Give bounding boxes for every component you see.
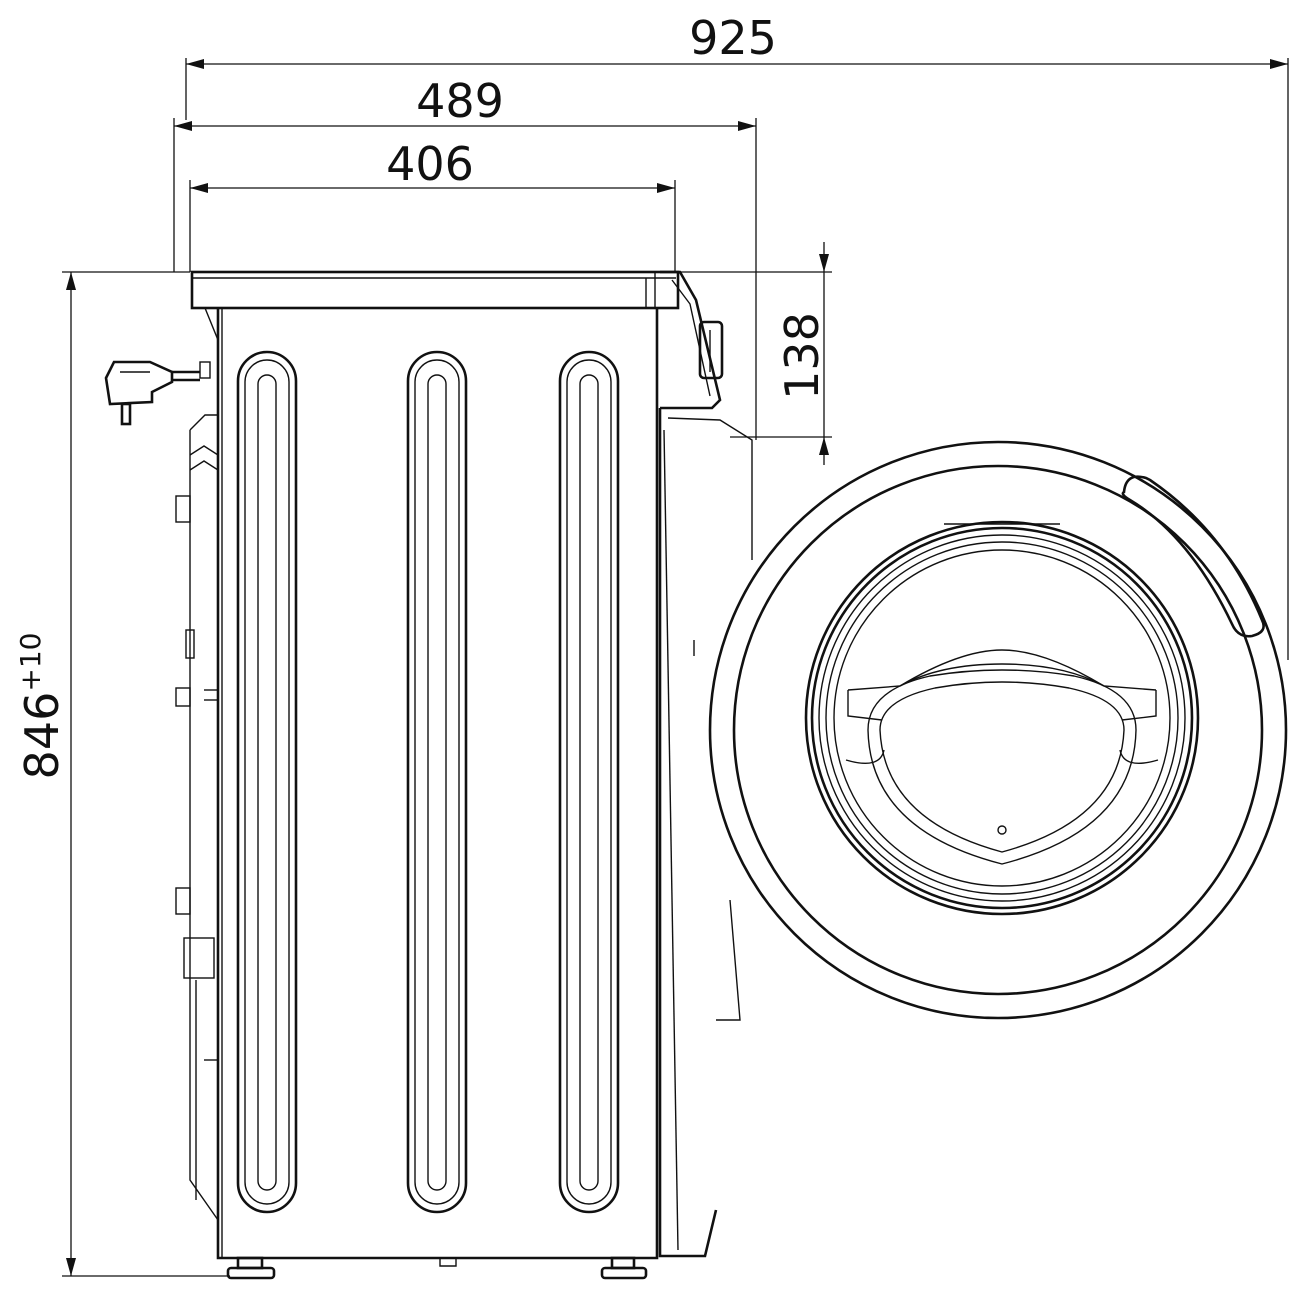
side-panel	[204, 307, 659, 1260]
foot-front	[600, 1256, 648, 1280]
door-glass-bowl	[845, 649, 1159, 865]
worktop	[190, 270, 680, 310]
dimension-489: 489	[173, 74, 757, 440]
foot-rear	[226, 1256, 276, 1280]
svg-text:846+10: 846+10	[14, 633, 69, 780]
dimension-846: 846+10	[14, 271, 230, 1277]
rear-fittings	[175, 414, 219, 1221]
dimension-138-label: 138	[775, 312, 829, 400]
drain-plug	[439, 1258, 457, 1267]
dimension-846-tolerance: +10	[14, 633, 47, 692]
door	[708, 440, 1288, 1020]
dimension-846-label: 846	[15, 692, 69, 780]
dimension-406: 406	[189, 137, 676, 272]
side-rib-3	[558, 350, 620, 1214]
dimension-406-label: 406	[386, 137, 474, 191]
dimension-925: 925	[185, 11, 1289, 660]
dimension-138: 138	[680, 242, 832, 465]
dimension-489-label: 489	[416, 74, 504, 128]
side-rib-1	[236, 350, 298, 1214]
side-rib-2	[406, 350, 468, 1214]
dimension-925-label: 925	[689, 11, 777, 65]
power-plug-icon	[104, 360, 211, 426]
door-handle-icon	[1121, 475, 1265, 638]
front-fascia	[658, 270, 753, 1258]
